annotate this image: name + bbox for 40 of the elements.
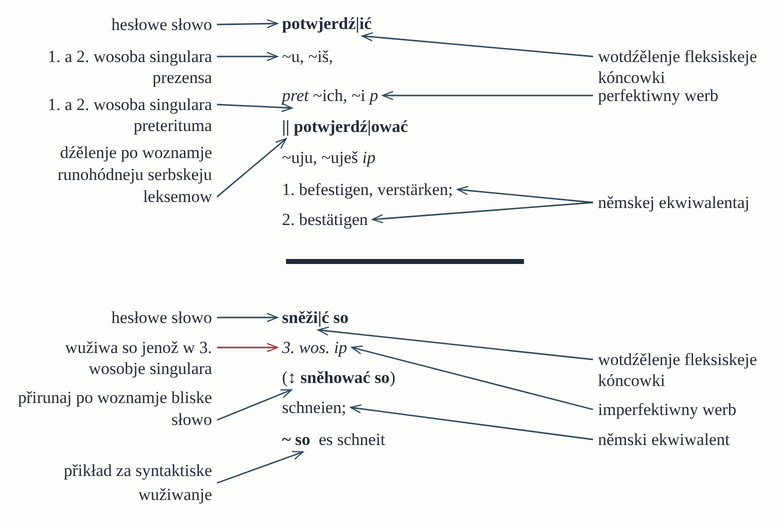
annotation-label: wužiwa so jenož w 3. wosobje singulara	[12, 337, 212, 379]
arrow	[456, 186, 594, 204]
entry-text: ~u, ~iš,	[282, 46, 333, 67]
entry-text: sněži|ć so	[282, 307, 349, 328]
arrow	[217, 312, 278, 322]
entry-text: ~ so es schneit	[282, 429, 386, 450]
arrow	[216, 19, 278, 28]
entry-text: 1. befestigen, verstärken;	[282, 179, 453, 200]
annotation-label: wotdźělenje fleksiskeje kóncowki	[598, 349, 778, 391]
arrow	[216, 389, 292, 421]
arrow	[362, 32, 594, 58]
annotation-label: hesłowe słowo	[12, 307, 212, 328]
entry-text: 2. bestätigen	[282, 209, 368, 230]
arrow	[216, 102, 293, 112]
entry-text: schneien;	[282, 397, 346, 418]
arrow	[216, 450, 304, 484]
arrow	[217, 342, 278, 352]
entry-text: potwjerdź|ić	[282, 13, 372, 34]
entry-text: ~uju, ~uješ ip	[282, 147, 376, 168]
arrow	[216, 138, 287, 198]
annotation-label: 1. a 2. wosoba singulara preterituma	[12, 94, 212, 136]
annotation-label: 1. a 2. wosoba singulara prezensa	[12, 46, 212, 88]
annotation-label: přirunaj po woznamje bliske słowo	[12, 387, 212, 431]
annotation-label: imperfektiwny werb	[598, 399, 778, 420]
entry-text: || potwjerdź|ować	[282, 116, 408, 137]
entry-text: 3. wos. ip	[282, 337, 348, 358]
arrow	[350, 404, 594, 440]
entry-text: pret ~ich, ~i p	[282, 85, 378, 106]
arrow	[351, 345, 594, 410]
annotation-label: dźělenje po woznamje runohódneju serbskeju leksemow	[12, 142, 212, 208]
annotation-label: němskej ekwiwalentaj	[598, 192, 778, 213]
entry-text: (↕ sněhować so)	[282, 367, 396, 388]
annotation-label: perfektiwny werb	[598, 85, 778, 106]
annotation-label: němski ekwiwalent	[598, 429, 778, 450]
annotation-label: přikład za syntaktiske wužiwanje	[12, 459, 212, 507]
arrow	[318, 326, 594, 360]
arrow	[382, 90, 593, 100]
arrow	[372, 202, 594, 224]
annotation-label: hesłowe słowo	[12, 14, 212, 35]
arrow	[217, 52, 278, 62]
